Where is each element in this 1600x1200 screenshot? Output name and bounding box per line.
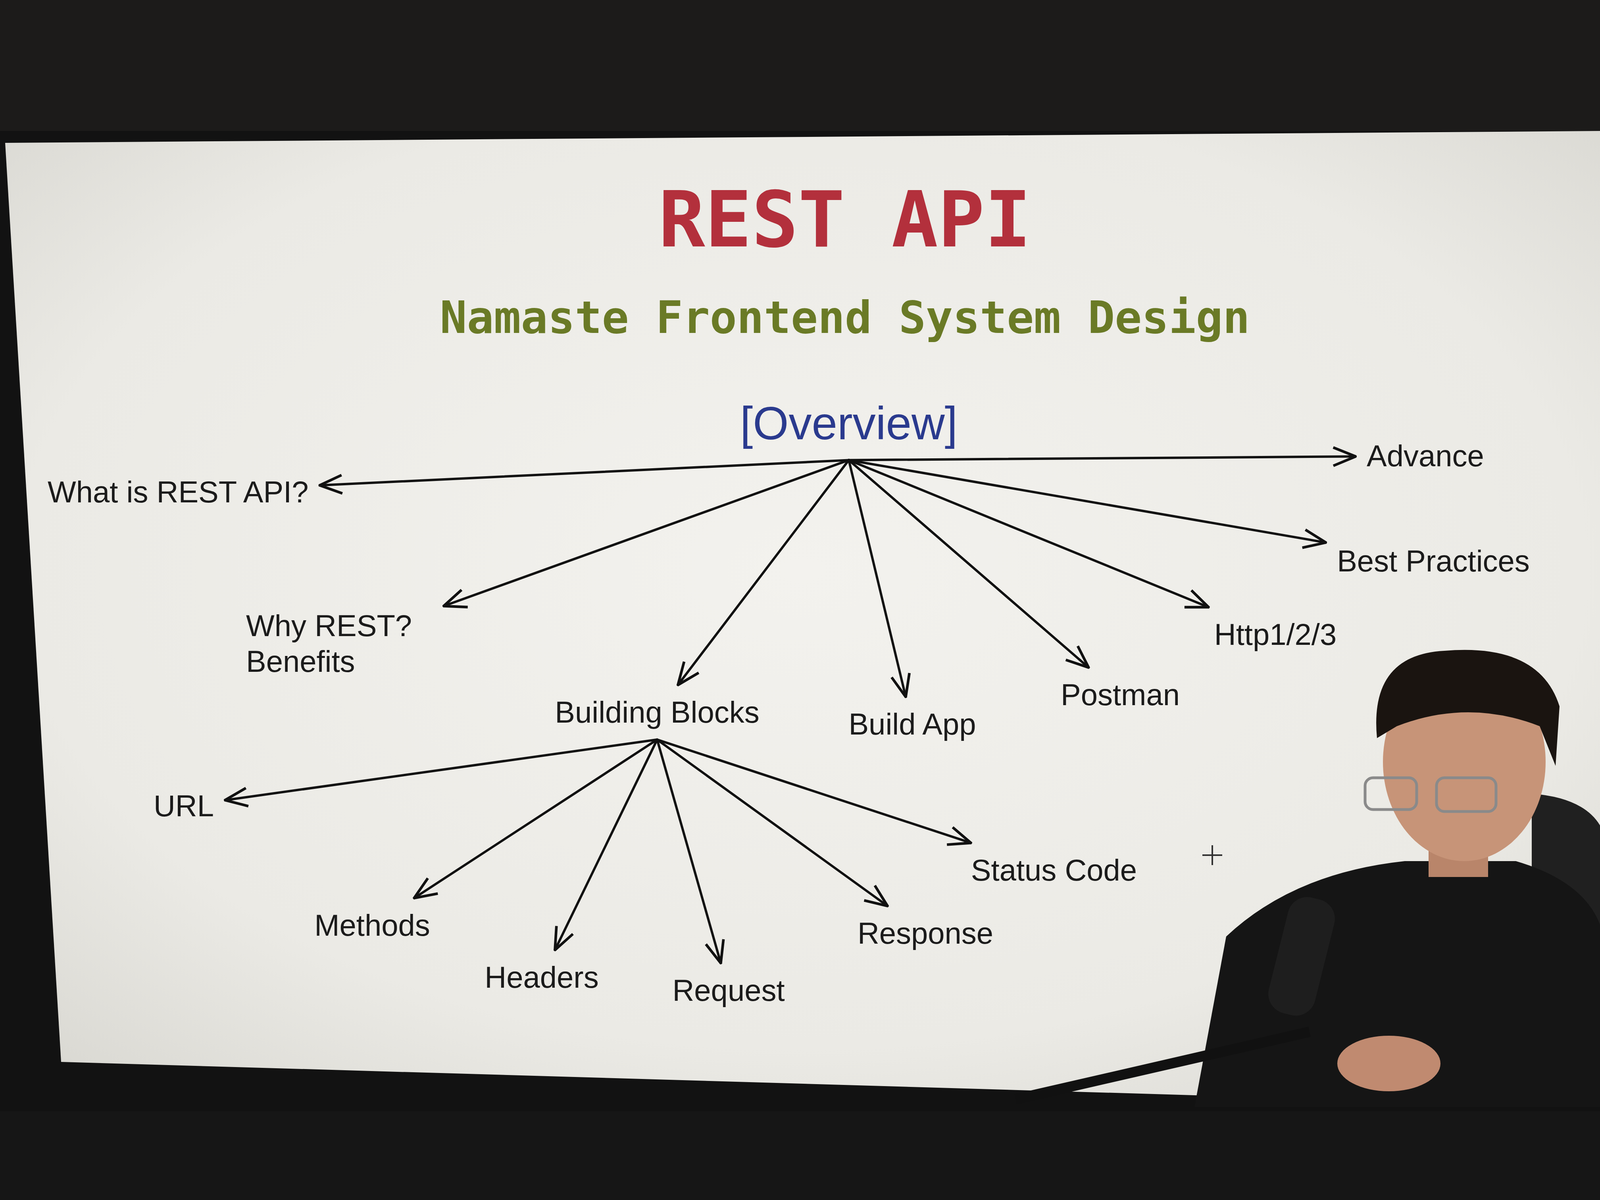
topic-text: What is REST API? [47, 474, 309, 510]
title-text: REST API [658, 174, 1031, 265]
glasses-lens [1365, 777, 1417, 810]
topic-label: Response [853, 913, 998, 954]
topic-label: Build App [844, 703, 980, 745]
arrow-connector [414, 739, 658, 899]
topic-text: Build App [848, 706, 976, 743]
topic-text: [Overview] [740, 396, 958, 451]
arrow-connector [657, 739, 888, 906]
topic-text: Response [857, 915, 994, 952]
topic-label: Status Code [967, 850, 1141, 891]
topic-text: Methods [314, 907, 431, 944]
slide-title: REST API [658, 174, 1031, 265]
topic-label: Postman [1056, 674, 1184, 716]
topic-text: Building Blocks [554, 694, 760, 731]
hair [1376, 650, 1560, 766]
topic-text: Status Code [971, 852, 1137, 889]
topic-text: URL [153, 788, 214, 824]
bezel-bottom [0, 1111, 1600, 1200]
topic-label: Why REST? Benefits [242, 605, 437, 682]
arrow-connector [848, 459, 906, 697]
slide [5, 130, 1600, 1108]
arrow-connector [225, 739, 658, 801]
hub-topic: [Overview] [736, 394, 962, 454]
bezel-top [0, 0, 1600, 131]
topic-text: Headers [484, 959, 599, 996]
topic-label: Headers [480, 957, 603, 998]
topic-text: Advance [1366, 438, 1485, 474]
arrow-connector [848, 456, 1356, 460]
arrow-connector [657, 739, 721, 964]
arrow-connector [657, 739, 972, 843]
topic-label: What is REST API? [43, 471, 313, 513]
arrow-connector [677, 459, 849, 685]
hands [1337, 1035, 1441, 1092]
arrow-connector [848, 459, 1326, 543]
cursor-cross [1202, 845, 1223, 866]
topic-label: Methods [310, 905, 435, 946]
arrow-connector [319, 459, 849, 486]
topic-text: Best Practices [1336, 543, 1530, 579]
topic-label: Building Blocks [550, 692, 764, 733]
arrow-connector [554, 739, 658, 950]
topic-label: Http1/2/3 [1210, 614, 1341, 655]
topic-text: Http1/2/3 [1214, 616, 1337, 653]
topic-label: URL [149, 785, 218, 827]
microphone [1263, 892, 1339, 1020]
arrow-connector [848, 459, 1209, 608]
topic-label: Request [668, 970, 789, 1011]
subtitle: Namaste Frontend System Design [440, 291, 1250, 344]
topic-text: Request [672, 972, 785, 1009]
shirt [1194, 861, 1600, 1108]
topic-label: Advance [1362, 435, 1489, 477]
topic-text: Postman [1060, 676, 1180, 713]
topic-label: Best Practices [1332, 540, 1534, 582]
mic-arm [1015, 1031, 1310, 1100]
glasses-lens [1436, 777, 1497, 812]
arrow-connector [443, 459, 849, 606]
arrow-connector [848, 459, 1089, 668]
topic-text: Why REST? Benefits [246, 607, 433, 679]
subtitle-text: Namaste Frontend System Design [440, 291, 1250, 344]
